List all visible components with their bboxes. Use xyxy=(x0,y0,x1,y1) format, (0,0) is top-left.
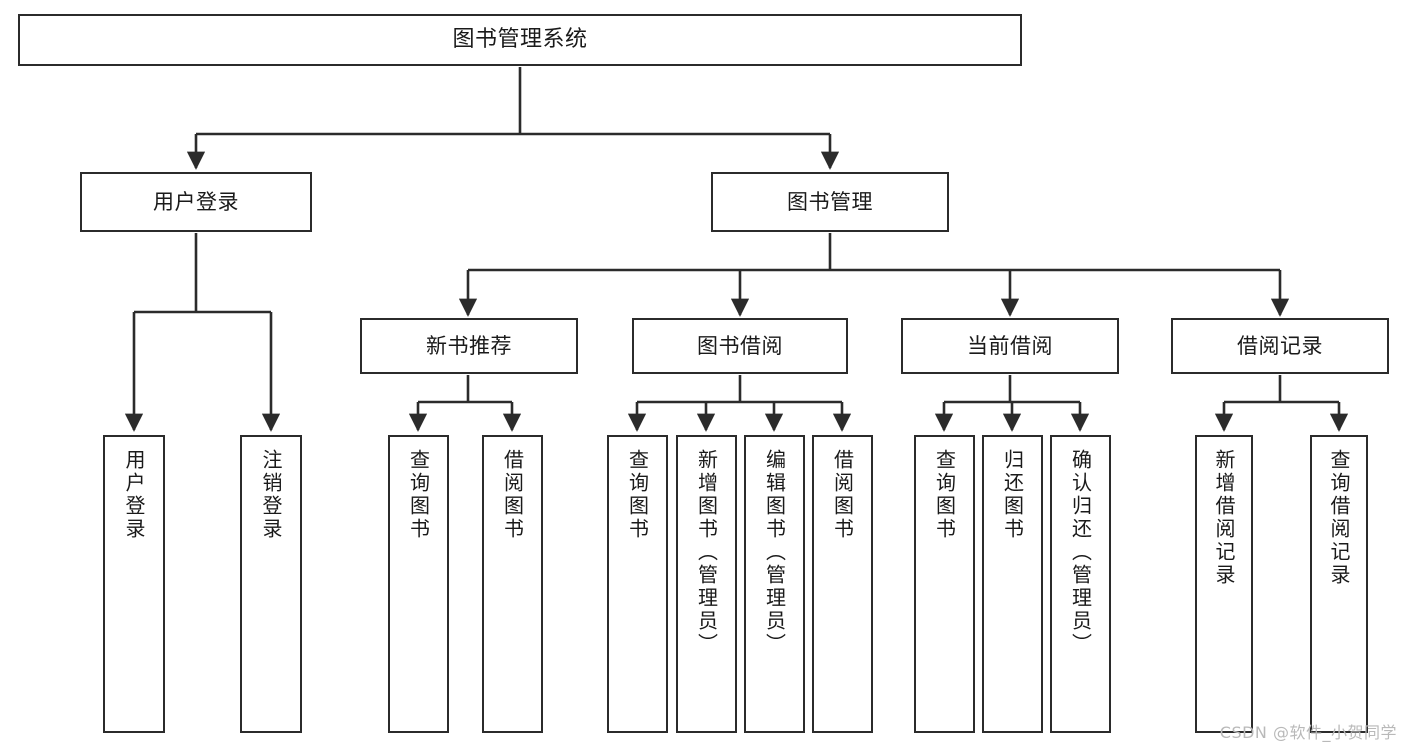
csdn-watermark: CSDN @软件_小贺同学 xyxy=(1219,723,1397,742)
leaf-edit-book-admin[interactable]: 编辑图书（管理员） xyxy=(744,435,805,733)
node-user-login[interactable]: 用户登录 xyxy=(80,172,312,232)
node-label: 归还图书 xyxy=(1000,449,1025,541)
node-label: 借阅记录 xyxy=(1237,333,1323,358)
leaf-new-book-query[interactable]: 查询图书 xyxy=(388,435,449,733)
node-label: 查询图书 xyxy=(932,449,957,541)
leaf-add-borrow-record[interactable]: 新增借阅记录 xyxy=(1195,435,1253,733)
leaf-new-book-borrow[interactable]: 借阅图书 xyxy=(482,435,543,733)
node-label: 当前借阅 xyxy=(967,333,1053,358)
node-label: 借阅图书 xyxy=(830,449,855,541)
leaf-add-book-admin[interactable]: 新增图书（管理员） xyxy=(676,435,737,733)
node-root-book-management-system[interactable]: 图书管理系统 xyxy=(18,14,1022,66)
leaf-user-login[interactable]: 用户登录 xyxy=(103,435,165,733)
node-label: 新增图书（管理员） xyxy=(694,449,719,656)
leaf-query-borrow-record[interactable]: 查询借阅记录 xyxy=(1310,435,1368,733)
node-borrow-record[interactable]: 借阅记录 xyxy=(1171,318,1389,374)
node-label: 查询图书 xyxy=(625,449,650,541)
node-label: 确认归还（管理员） xyxy=(1068,449,1093,656)
node-label: 图书管理系统 xyxy=(452,27,588,53)
node-label: 新书推荐 xyxy=(426,333,512,358)
node-label: 图书管理 xyxy=(787,189,873,214)
node-label: 用户登录 xyxy=(153,189,239,214)
node-book-management[interactable]: 图书管理 xyxy=(711,172,949,232)
node-label: 编辑图书（管理员） xyxy=(762,449,787,656)
node-label: 借阅图书 xyxy=(500,449,525,541)
leaf-borrow-book[interactable]: 借阅图书 xyxy=(812,435,873,733)
node-label: 查询借阅记录 xyxy=(1327,449,1351,587)
leaf-logout[interactable]: 注销登录 xyxy=(240,435,302,733)
node-label: 注销登录 xyxy=(259,449,283,541)
leaf-current-query-book[interactable]: 查询图书 xyxy=(914,435,975,733)
node-label: 查询图书 xyxy=(406,449,431,541)
leaf-return-book[interactable]: 归还图书 xyxy=(982,435,1043,733)
node-label: 新增借阅记录 xyxy=(1212,449,1236,587)
leaf-borrow-query-book[interactable]: 查询图书 xyxy=(607,435,668,733)
node-label: 用户登录 xyxy=(122,449,146,541)
node-label: 图书借阅 xyxy=(697,333,783,358)
node-book-borrow[interactable]: 图书借阅 xyxy=(632,318,848,374)
leaf-confirm-return-admin[interactable]: 确认归还（管理员） xyxy=(1050,435,1111,733)
node-new-book-recommend[interactable]: 新书推荐 xyxy=(360,318,578,374)
node-current-borrow[interactable]: 当前借阅 xyxy=(901,318,1119,374)
